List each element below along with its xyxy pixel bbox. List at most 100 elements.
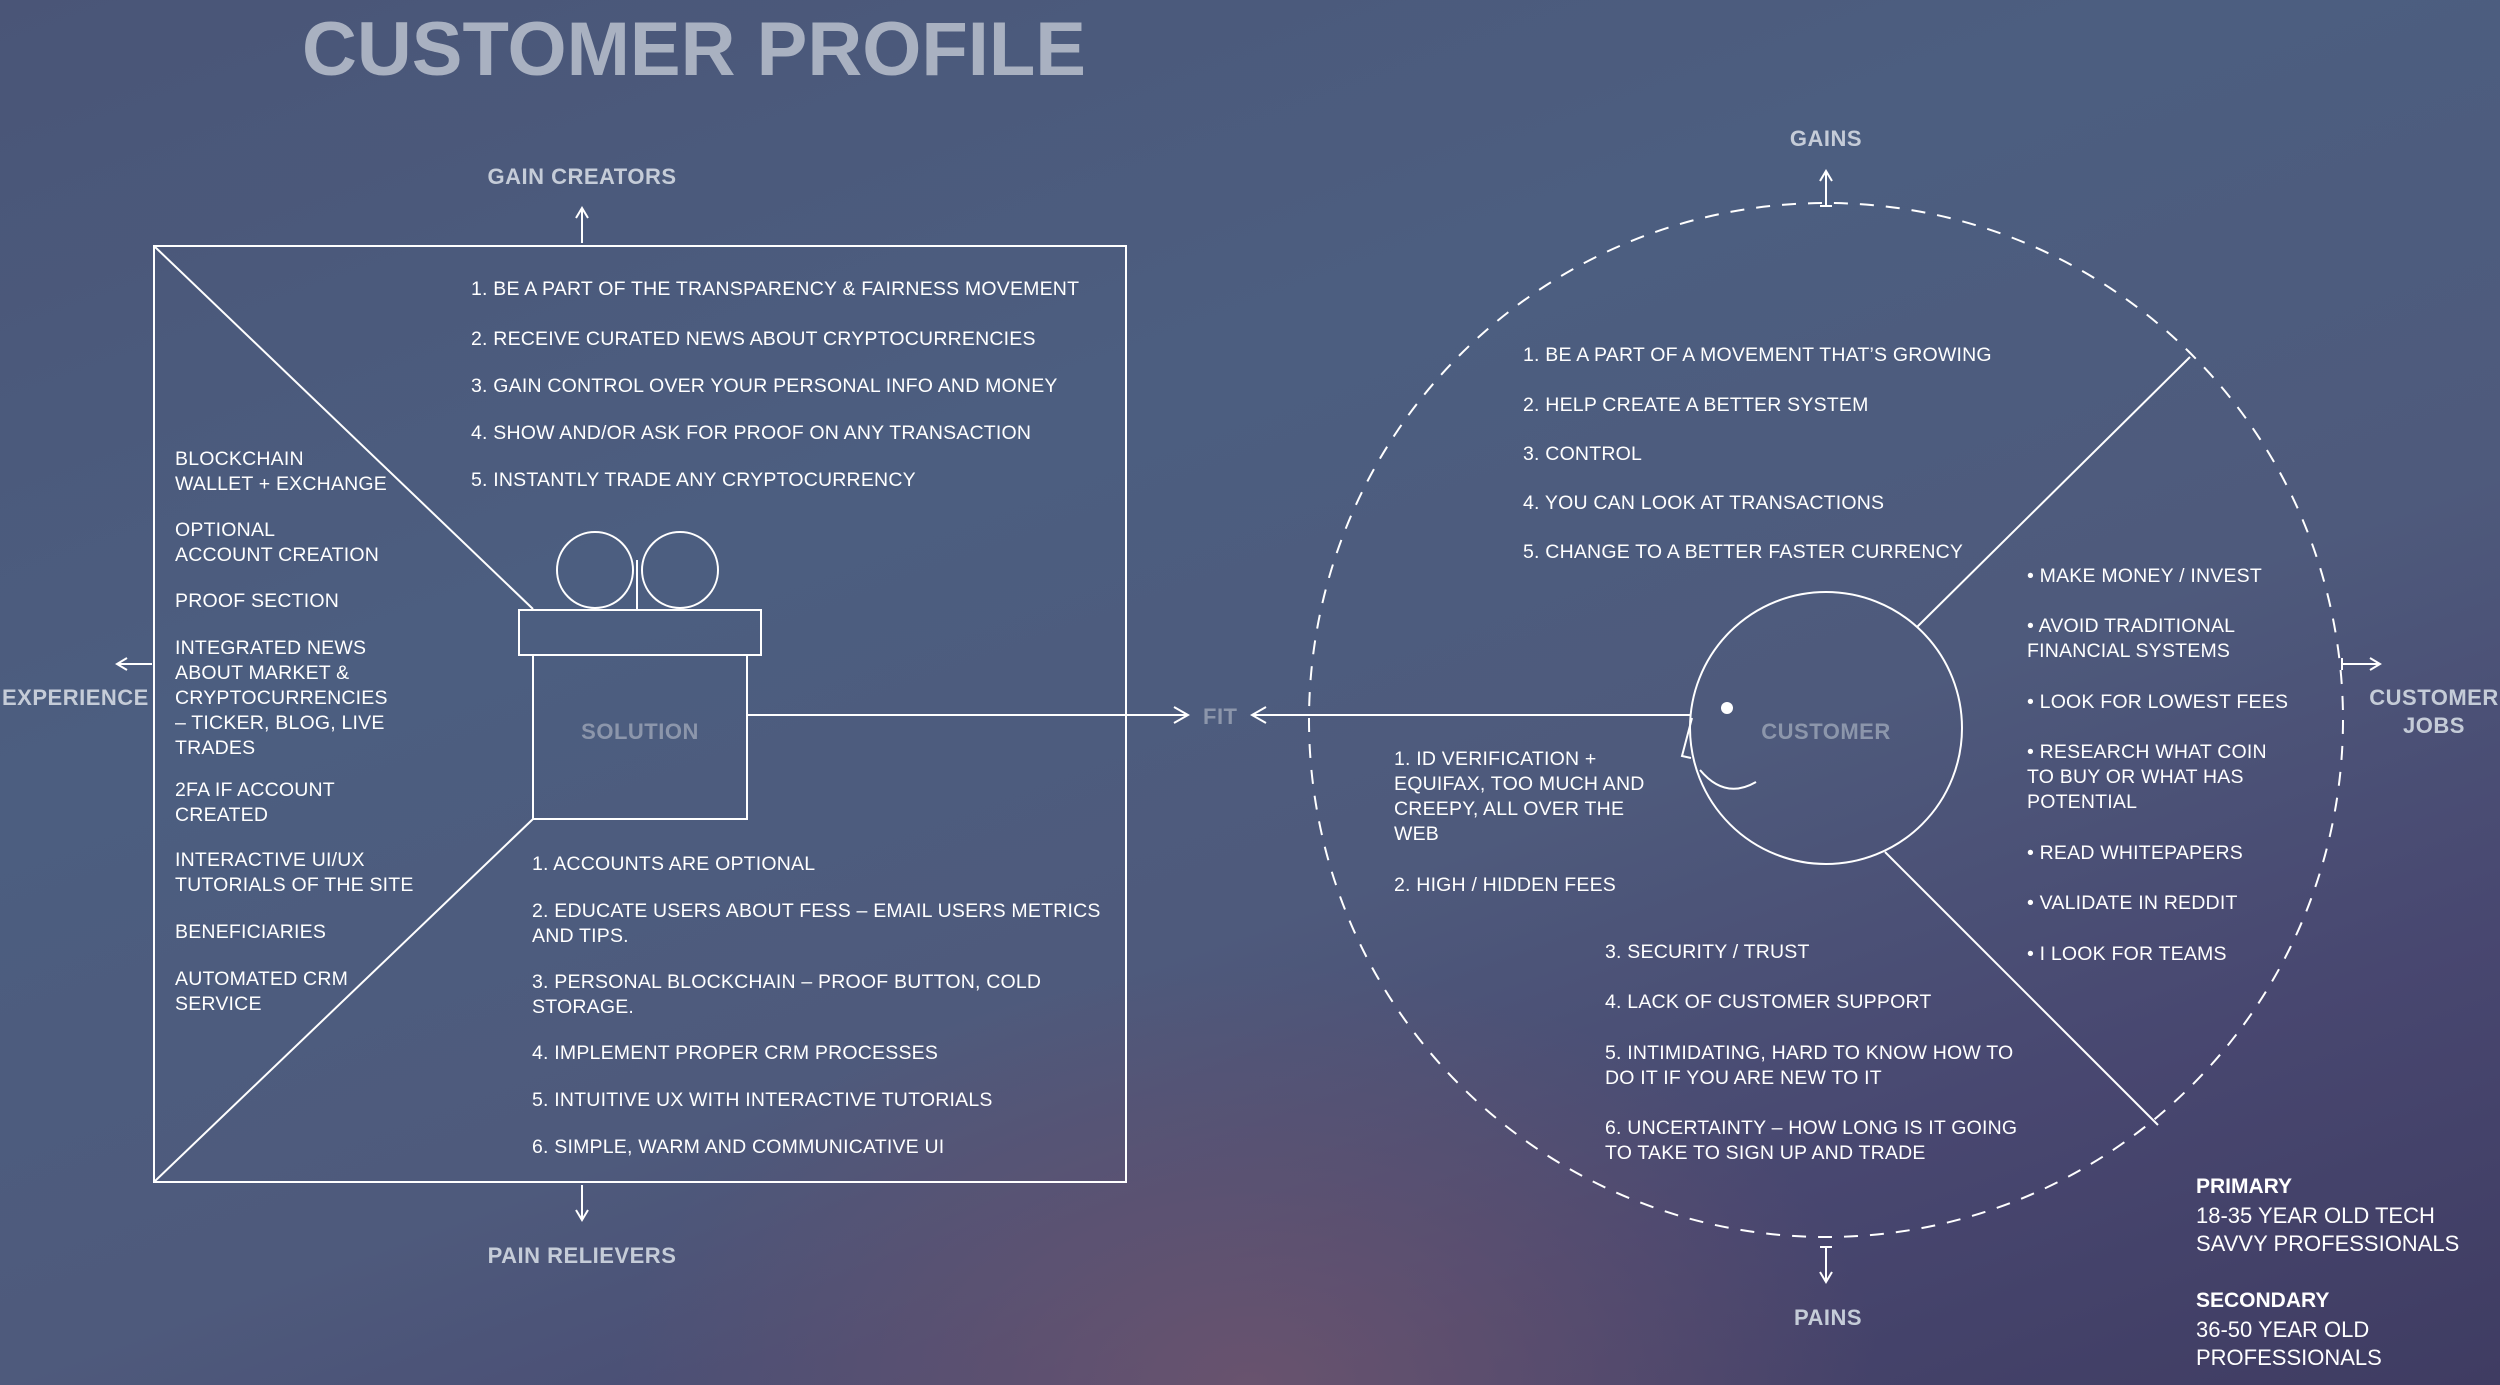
gain-creator-item: 1. BE A PART OF THE TRANSPARENCY & FAIRN… — [471, 278, 1080, 300]
customer-job-item: • AVOID TRADITIONAL FINANCIAL SYSTEMS — [2027, 614, 2235, 664]
item-line: • MAKE MONEY / INVEST — [2027, 565, 2262, 587]
item-line: 4. IMPLEMENT PROPER CRM PROCESSES — [532, 1042, 939, 1064]
item-line: 5. INTIMIDATING, HARD TO KNOW HOW TO — [1605, 1042, 2014, 1064]
pain-item: 4. LACK OF CUSTOMER SUPPORT — [1605, 990, 1932, 1015]
primary-segment-text: 18-35 YEAR OLD TECH SAVVY PROFESSIONALS — [2196, 1202, 2459, 1258]
item-line: DO IT IF YOU ARE NEW TO IT — [1605, 1067, 1882, 1089]
item-line: • READ WHITEPAPERS — [2027, 842, 2243, 864]
customer-jobs-label-line: JOBS — [2403, 713, 2465, 738]
pain-reliever-item: 6. SIMPLE, WARM AND COMMUNICATIVE UI — [532, 1135, 944, 1160]
page-title: CUSTOMER PROFILE — [302, 7, 1086, 92]
gain-creator-item: 3. GAIN CONTROL OVER YOUR PERSONAL INFO … — [471, 375, 1058, 397]
customer-job-item: • MAKE MONEY / INVEST — [2027, 564, 2262, 589]
product-service-item: AUTOMATED CRM SERVICE — [175, 967, 348, 1017]
experience-label: EXPERIENCE — [2, 685, 149, 710]
item-line: ACCOUNT CREATION — [175, 544, 379, 566]
pain-reliever-item: 5. INTUITIVE UX WITH INTERACTIVE TUTORIA… — [532, 1088, 993, 1113]
item-line: INTERACTIVE UI/UX — [175, 849, 365, 871]
item-line: EQUIFAX, TOO MUCH AND — [1394, 773, 1645, 795]
item-line: SERVICE — [175, 993, 262, 1015]
gain-creator-item: 2. RECEIVE CURATED NEWS ABOUT CRYPTOCURR… — [471, 328, 1036, 350]
gain-creators-label: GAIN CREATORS — [487, 164, 677, 189]
segment-line: SAVVY PROFESSIONALS — [2196, 1231, 2460, 1256]
item-line: 3. PERSONAL BLOCKCHAIN – PROOF BUTTON, C… — [532, 971, 1042, 993]
item-line: POTENTIAL — [2027, 791, 2138, 813]
item-line: 2FA IF ACCOUNT — [175, 779, 335, 801]
segment-line: 18-35 YEAR OLD TECH — [2196, 1203, 2435, 1228]
product-service-item: 2FA IF ACCOUNT CREATED — [175, 778, 335, 828]
gain-item: 5. CHANGE TO A BETTER FASTER CURRENCY — [1523, 541, 1964, 563]
secondary-segment-text: 36-50 YEAR OLD PROFESSIONALS — [2196, 1316, 2382, 1372]
customer-job-item: • RESEARCH WHAT COIN TO BUY OR WHAT HAS … — [2027, 740, 2267, 815]
gain-item: 1. BE A PART OF A MOVEMENT THAT’S GROWIN… — [1523, 344, 1992, 366]
product-service-item: BLOCKCHAIN WALLET + EXCHANGE — [175, 447, 387, 497]
product-service-item: OPTIONAL ACCOUNT CREATION — [175, 518, 379, 568]
item-line: AND TIPS. — [532, 925, 629, 947]
product-service-item: PROOF SECTION — [175, 589, 339, 614]
circle-divider-gains-jobs — [1916, 356, 2191, 628]
item-line: TRADES — [175, 737, 256, 759]
gift-icon — [518, 531, 762, 820]
item-line: BLOCKCHAIN — [175, 448, 304, 470]
customer-jobs-label-line: CUSTOMER — [2369, 685, 2499, 710]
item-line: OPTIONAL — [175, 519, 276, 541]
fit-arrows — [747, 706, 1690, 724]
item-line: CREATED — [175, 804, 269, 826]
item-line: WEB — [1394, 823, 1440, 845]
item-line: 5. INTUITIVE UX WITH INTERACTIVE TUTORIA… — [532, 1089, 993, 1111]
circle-divider-jobs-pains — [1884, 851, 2159, 1126]
pain-reliever-item: 1. ACCOUNTS ARE OPTIONAL — [532, 852, 815, 877]
square-diagonal-top — [153, 245, 534, 610]
item-line: 6. UNCERTAINTY – HOW LONG IS IT GOING — [1605, 1117, 2018, 1139]
item-line: 3. SECURITY / TRUST — [1605, 941, 1810, 963]
pain-item: 5. INTIMIDATING, HARD TO KNOW HOW TO DO … — [1605, 1041, 2013, 1091]
segment-line: PROFESSIONALS — [2196, 1345, 2382, 1370]
product-service-item: BENEFICIARIES — [175, 920, 326, 945]
item-line: • RESEARCH WHAT COIN — [2027, 741, 2267, 763]
item-line: PROOF SECTION — [175, 590, 340, 612]
item-line: • AVOID TRADITIONAL — [2027, 615, 2236, 637]
pain-reliever-item: 3. PERSONAL BLOCKCHAIN – PROOF BUTTON, C… — [532, 970, 1041, 1020]
pains-label: PAINS — [1793, 1305, 1863, 1330]
pain-reliever-item: 2. EDUCATE USERS ABOUT FESS – EMAIL USER… — [532, 899, 1101, 949]
item-line: STORAGE. — [532, 996, 635, 1018]
gain-item: 3. CONTROL — [1523, 443, 1643, 465]
customer-job-item: • LOOK FOR LOWEST FEES — [2027, 690, 2288, 715]
customer-jobs-label: CUSTOMER JOBS — [2369, 684, 2499, 740]
pain-item: 3. SECURITY / TRUST — [1605, 940, 1810, 965]
gains-label: GAINS — [1789, 126, 1863, 151]
gain-item: 2. HELP CREATE A BETTER SYSTEM — [1523, 394, 1869, 416]
product-service-item: INTERACTIVE UI/UX TUTORIALS OF THE SITE — [175, 848, 414, 898]
item-line: CRYPTOCURRENCIES — [175, 687, 388, 709]
customer-head-icon — [1680, 591, 1963, 865]
customer-job-item: • READ WHITEPAPERS — [2027, 841, 2243, 866]
item-line: TO BUY OR WHAT HAS — [2027, 766, 2244, 788]
customer-job-item: • I LOOK FOR TEAMS — [2027, 942, 2227, 967]
item-line: ABOUT MARKET & — [175, 662, 350, 684]
item-line: 4. LACK OF CUSTOMER SUPPORT — [1605, 991, 1932, 1013]
item-line: 2. EDUCATE USERS ABOUT FESS – EMAIL USER… — [532, 900, 1101, 922]
item-line: – TICKER, BLOG, LIVE — [175, 712, 385, 734]
item-line: 6. SIMPLE, WARM AND COMMUNICATIVE UI — [532, 1136, 945, 1158]
item-line: TO TAKE TO SIGN UP AND TRADE — [1605, 1142, 1926, 1164]
item-line: INTEGRATED NEWS — [175, 637, 367, 659]
item-line: FINANCIAL SYSTEMS — [2027, 640, 2231, 662]
item-line: • LOOK FOR LOWEST FEES — [2027, 691, 2289, 713]
pain-relievers-label: PAIN RELIEVERS — [487, 1243, 677, 1268]
pain-item: 2. HIGH / HIDDEN FEES — [1394, 873, 1616, 898]
fit-label: FIT — [1203, 704, 1238, 729]
square-diagonal-bottom — [153, 818, 534, 1183]
item-line: 1. ACCOUNTS ARE OPTIONAL — [532, 853, 816, 875]
item-line: 2. HIGH / HIDDEN FEES — [1394, 874, 1616, 896]
item-line: WALLET + EXCHANGE — [175, 473, 388, 495]
primary-segment-label: PRIMARY — [2196, 1175, 2293, 1198]
gain-creator-item: 5. INSTANTLY TRADE ANY CRYPTOCURRENCY — [471, 469, 916, 491]
gain-creator-item: 4. SHOW AND/OR ASK FOR PROOF ON ANY TRAN… — [471, 422, 1032, 444]
pain-reliever-item: 4. IMPLEMENT PROPER CRM PROCESSES — [532, 1041, 938, 1066]
customer-label: CUSTOMER — [1761, 719, 1891, 744]
pain-item: 1. ID VERIFICATION + EQUIFAX, TOO MUCH A… — [1394, 747, 1645, 847]
item-line: • I LOOK FOR TEAMS — [2027, 943, 2227, 965]
gain-item: 4. YOU CAN LOOK AT TRANSACTIONS — [1523, 492, 1885, 514]
customer-profile-circle — [1308, 202, 2344, 1238]
